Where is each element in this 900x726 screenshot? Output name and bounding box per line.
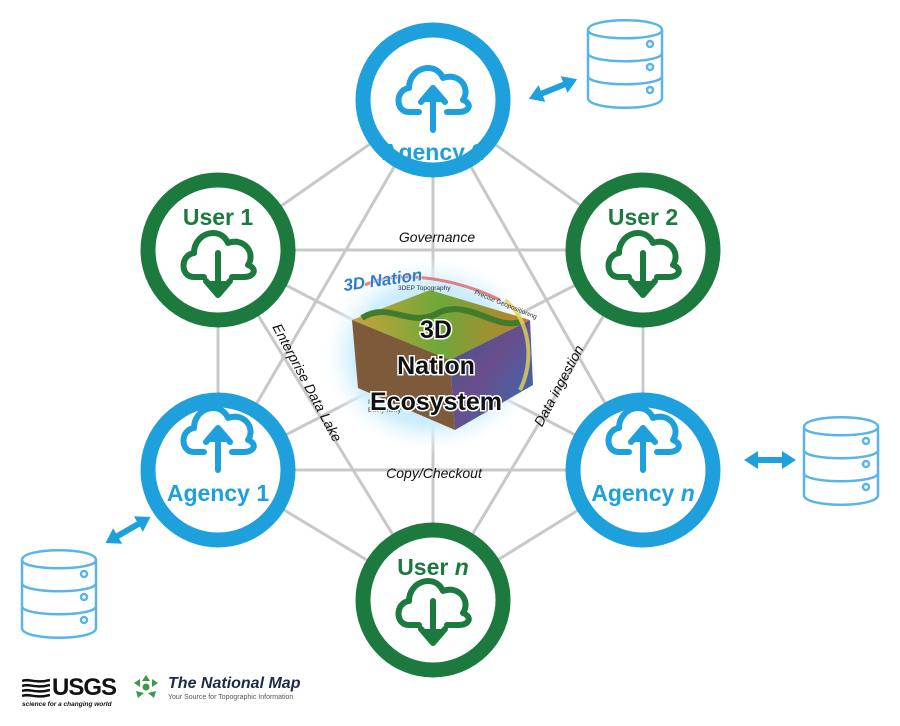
database-icon bbox=[20, 549, 98, 639]
label-bathymetry: Bathymetry bbox=[368, 407, 402, 414]
cloud-download-icon bbox=[180, 230, 257, 298]
user-n-label-italic: n bbox=[455, 554, 469, 580]
national-map-logo: The National Map Your Source for Topogra… bbox=[132, 674, 300, 701]
cloud-upload-icon bbox=[395, 65, 472, 133]
cloud-upload-icon bbox=[180, 405, 257, 473]
user-2-node: User 2 bbox=[565, 172, 721, 328]
double-arrow-icon bbox=[744, 451, 796, 469]
national-map-subtitle: Your Source for Topographic Information bbox=[168, 694, 294, 701]
center-title-line-3: Ecosystem bbox=[370, 388, 502, 416]
usgs-logo: USGS science for a changing world bbox=[22, 674, 117, 708]
database-icon bbox=[802, 416, 880, 506]
user-1-node: User 1 bbox=[140, 172, 296, 328]
3d-nation-graphic: 3D Nation 3DEP Topography Precise Geopos… bbox=[320, 255, 544, 455]
database-icon bbox=[586, 19, 664, 109]
center-title-line-2: Nation bbox=[397, 352, 475, 380]
agency-n-label-text: Agency bbox=[591, 480, 680, 506]
footer-logos: USGS science for a changing world The Na… bbox=[22, 674, 300, 718]
usgs-wordmark: USGS bbox=[52, 674, 117, 701]
national-map-title: The National Map bbox=[168, 675, 301, 692]
double-arrow-icon bbox=[105, 516, 151, 544]
usgs-tagline: science for a changing world bbox=[22, 701, 112, 708]
user-n-node: User n bbox=[355, 522, 511, 678]
user-n-label: User n bbox=[397, 554, 469, 580]
edge-label-governance: Governance bbox=[399, 229, 475, 245]
edge-label-copy-checkout: Copy/Checkout bbox=[386, 465, 483, 481]
double-arrow-icon bbox=[528, 76, 578, 102]
national-map-icon bbox=[134, 675, 159, 698]
cloud-download-icon bbox=[395, 578, 472, 646]
agency-n-label: Agency n bbox=[591, 480, 695, 506]
agency-2-label: Agency 2 bbox=[382, 139, 484, 165]
cloud-download-icon bbox=[605, 230, 682, 298]
cloud-upload-icon bbox=[605, 405, 682, 473]
usgs-wave-icon bbox=[22, 678, 50, 698]
agency-n-node: Agency n bbox=[565, 392, 721, 548]
user-n-label-text: User bbox=[397, 554, 455, 580]
center-title-line-1: 3D bbox=[420, 316, 452, 344]
agency-n-label-italic: n bbox=[681, 480, 695, 506]
agency-1-label: Agency 1 bbox=[167, 480, 269, 506]
agency-1-node: Agency 1 bbox=[140, 392, 296, 548]
agency-2-node: Agency 2 bbox=[355, 22, 511, 178]
label-improved: Improved bbox=[368, 399, 395, 406]
user-1-label: User 1 bbox=[183, 204, 254, 230]
user-2-label: User 2 bbox=[608, 204, 678, 230]
label-3dep-topography: 3DEP Topography bbox=[398, 285, 451, 292]
